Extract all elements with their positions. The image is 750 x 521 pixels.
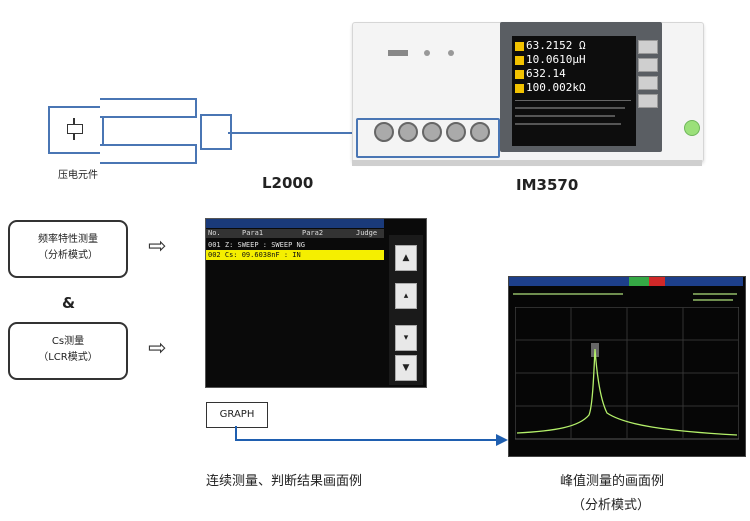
- screen-reading-2: 10.0610μH: [526, 53, 586, 66]
- ampersand: &: [62, 294, 76, 312]
- right-caption-subtitle: （分析模式）: [572, 498, 651, 513]
- analysis-mode-title: 频率特性测量: [38, 234, 98, 245]
- measurement-terminals: [372, 118, 496, 146]
- lcr-mode-box: Cs测量 （LCR模式）: [8, 322, 128, 380]
- page-up-icon[interactable]: ▴: [395, 283, 417, 309]
- instrument-side-buttons[interactable]: [638, 40, 658, 120]
- col-para2: Para2: [302, 229, 324, 237]
- lcr-mode-title: Cs测量: [51, 336, 85, 347]
- peak-measurement-screen: [508, 276, 746, 457]
- instrument-screen: 63.2152 Ω 10.0610μH 632.14 100.002kΩ: [512, 36, 636, 146]
- screen-scroll-buttons: ▲ ▴ ▾ ▼: [389, 235, 423, 385]
- terminal-highlight: [356, 118, 500, 158]
- probe-label: L2000: [262, 174, 314, 192]
- col-judge: Judge: [356, 229, 378, 237]
- arrow-right-icon: ⇨: [148, 234, 167, 259]
- col-no: No.: [208, 229, 221, 237]
- fixture-connector: [200, 114, 232, 150]
- fixture-holder: [48, 106, 104, 154]
- fixture: [40, 96, 240, 166]
- fixture-arm-lower: [100, 144, 197, 164]
- table-row-highlight: [206, 250, 384, 260]
- lcr-mode-subtitle: （LCR模式）: [38, 352, 98, 363]
- power-button[interactable]: [684, 120, 700, 136]
- scroll-down-icon[interactable]: ▼: [395, 355, 417, 381]
- right-caption-title: 峰值测量的画面例: [560, 474, 665, 489]
- col-para1: Para1: [242, 229, 264, 237]
- analysis-mode-box: 频率特性测量 （分析模式）: [8, 220, 128, 278]
- instrument-base: [352, 160, 702, 166]
- screen-column-header: No. Para1 Para2 Judge: [206, 229, 384, 238]
- impedance-peak-plot: [515, 307, 739, 440]
- graph-button[interactable]: GRAPH: [206, 402, 268, 428]
- fixture-arm-upper: [100, 98, 197, 118]
- instrument-indicators: [380, 44, 480, 68]
- graph-arrow: [235, 426, 508, 446]
- screen-info-lines: [513, 291, 739, 307]
- screen-reading-4: 100.002kΩ: [526, 81, 586, 94]
- arrow-right-icon: ⇨: [148, 336, 167, 361]
- table-row[interactable]: 002 Cs: 09.6038nF : IN: [208, 251, 301, 259]
- continuous-measurement-screen: No. Para1 Para2 Judge 001 Z: SWEEP : SWE…: [205, 218, 427, 388]
- screen-title-bar: [206, 219, 384, 228]
- middle-caption: 连续测量、判断结果画面例: [206, 474, 363, 489]
- component-symbol-icon: [64, 118, 84, 140]
- fixture-caption: 压电元件: [58, 170, 98, 181]
- probe-cable: [228, 132, 354, 134]
- screen-title-bar: [509, 277, 743, 286]
- instrument-model-label: IM3570: [516, 176, 579, 194]
- scroll-up-icon[interactable]: ▲: [395, 245, 417, 271]
- page-down-icon[interactable]: ▾: [395, 325, 417, 351]
- screen-reading-1: 63.2152 Ω: [526, 39, 586, 52]
- analysis-mode-subtitle: （分析模式）: [38, 250, 98, 261]
- screen-reading-3: 632.14: [526, 67, 566, 80]
- table-row[interactable]: 001 Z: SWEEP : SWEEP NG: [208, 241, 305, 249]
